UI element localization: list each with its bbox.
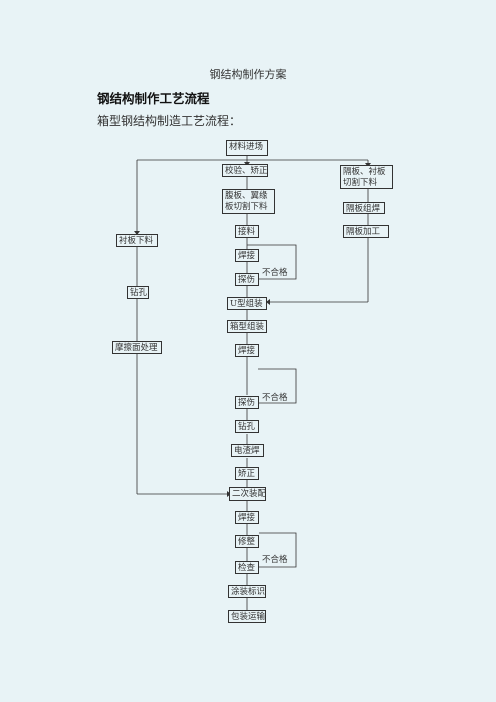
- step-diaphragm-cut: 隔板、衬板切割下料: [340, 165, 393, 189]
- step-inspect: 校验、矫正: [222, 164, 268, 177]
- step-weld-1: 焊接: [235, 249, 259, 262]
- fail-label-2: 不合格: [262, 393, 288, 403]
- step-ndt-2: 探伤: [235, 396, 259, 409]
- step-splice: 接料: [235, 225, 259, 238]
- step-diaphragm-machining: 隔板加工: [343, 225, 389, 238]
- arrow-head: [134, 231, 140, 235]
- step-material-in: 材料进场: [226, 140, 268, 156]
- step-check: 检查: [235, 561, 259, 574]
- arrow-head: [266, 299, 270, 305]
- step-diaphragm-weld: 隔板组焊: [343, 202, 385, 214]
- step-friction: 摩擦面处理: [112, 341, 162, 354]
- step-secondary-assembly: 二次装配: [229, 487, 266, 501]
- step-correct: 矫正: [235, 467, 259, 480]
- page-header: 钢结构制作方案: [209, 68, 287, 81]
- step-electroslag: 电渣焊: [231, 444, 264, 457]
- section-title: 钢结构制作工艺流程: [97, 91, 210, 106]
- step-drill-2: 钻孔: [235, 420, 259, 433]
- fail-label-3: 不合格: [262, 555, 288, 565]
- fail-label-1: 不合格: [262, 268, 288, 278]
- intro-text: 箱型钢结构制造工艺流程：: [97, 114, 242, 128]
- step-weld-2: 焊接: [235, 344, 259, 357]
- step-weld-3: 焊接: [235, 511, 259, 524]
- step-web-flange-cut: 腹板、翼缘板切割下料: [222, 189, 275, 214]
- step-repair: 修整: [235, 535, 259, 548]
- step-plate-cut: 衬板下料: [116, 234, 158, 247]
- step-drill-1: 钻孔: [127, 286, 149, 299]
- step-box-assembly: 箱型组装: [227, 320, 267, 333]
- step-paint-mark: 涂装标识: [228, 585, 266, 598]
- step-ship: 包装运输: [228, 610, 266, 623]
- step-u-assembly: U型组装: [227, 297, 267, 310]
- step-ndt-1: 探伤: [235, 273, 259, 286]
